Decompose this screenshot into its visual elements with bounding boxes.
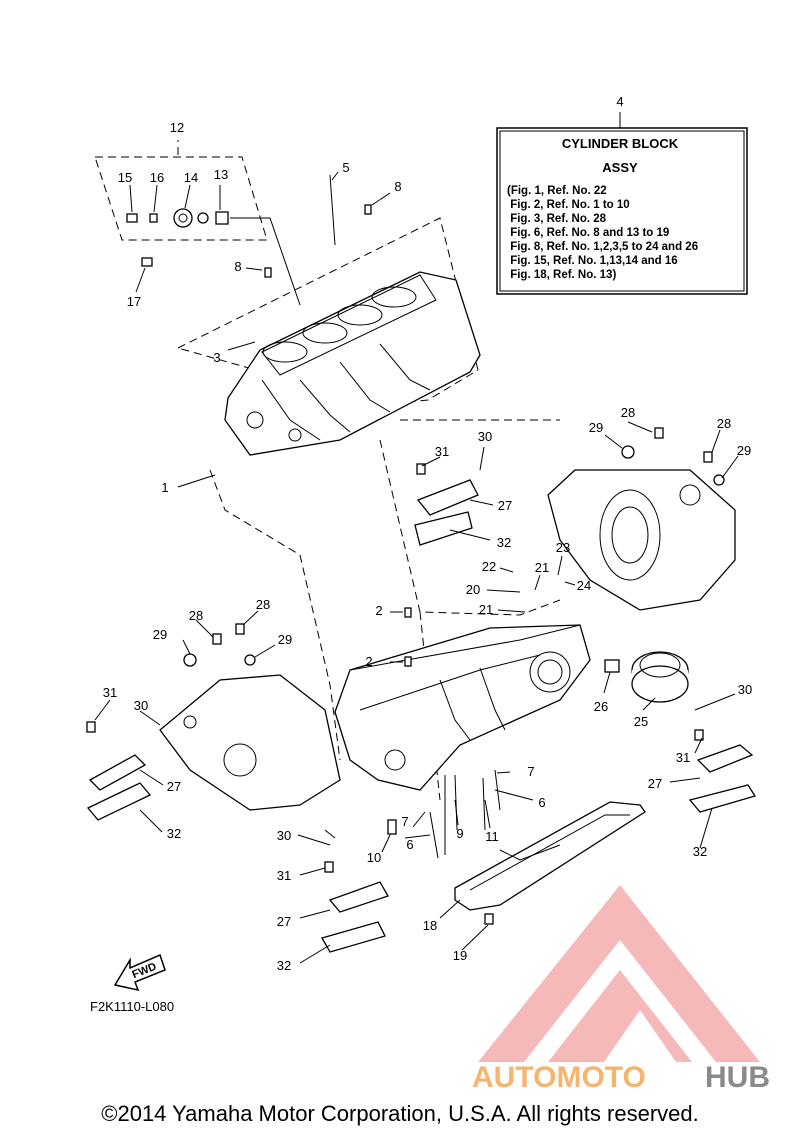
callout-9: 9 bbox=[456, 826, 463, 841]
leader-lines bbox=[94, 171, 739, 964]
callout-31: 31 bbox=[676, 750, 690, 765]
callout-2: 2 bbox=[365, 654, 372, 669]
cover-left bbox=[159, 674, 341, 811]
callout-7: 7 bbox=[401, 814, 408, 829]
crankcase bbox=[334, 624, 591, 791]
callout-31: 31 bbox=[435, 444, 449, 459]
callout-14: 14 bbox=[184, 170, 198, 185]
fwd-arrow: FWD bbox=[113, 953, 166, 992]
callout-17: 17 bbox=[127, 294, 141, 309]
callout-30: 30 bbox=[134, 698, 148, 713]
callout-31: 31 bbox=[277, 868, 291, 883]
oil-filter bbox=[631, 651, 689, 703]
watermark-text: AUTOMOTO HUB bbox=[472, 1061, 770, 1094]
callout-3: 3 bbox=[213, 350, 220, 365]
info-line: Fig. 8, Ref. No. 1,2,3,5 to 24 and 26 bbox=[507, 241, 698, 253]
info-line: Fig. 18, Ref. No. 13) bbox=[507, 269, 616, 281]
callout-29: 29 bbox=[153, 627, 167, 642]
callout-2: 2 bbox=[375, 603, 382, 618]
callout-13: 13 bbox=[214, 167, 228, 182]
callout-21: 21 bbox=[535, 560, 549, 575]
figure-code: F2K1110-L080 bbox=[90, 999, 174, 1014]
callout-23: 23 bbox=[556, 540, 570, 555]
callout-29: 29 bbox=[589, 420, 603, 435]
callout-29: 29 bbox=[278, 632, 292, 647]
callout-25: 25 bbox=[634, 714, 648, 729]
gaskets-and-brackets bbox=[86, 479, 757, 953]
info-line: Fig. 2, Ref. No. 1 to 10 bbox=[507, 199, 630, 211]
callout-8: 8 bbox=[234, 259, 241, 274]
callout-numbers: 12 15 16 14 13 17 5 8 8 3 1 31 30 27 32 … bbox=[103, 120, 752, 973]
callout-7: 7 bbox=[527, 764, 534, 779]
callout-30: 30 bbox=[277, 828, 291, 843]
callout-6: 6 bbox=[406, 837, 413, 852]
callout-8: 8 bbox=[394, 179, 401, 194]
callout-27: 27 bbox=[498, 498, 512, 513]
info-box-subtitle: ASSY bbox=[602, 160, 638, 175]
copyright-notice: ©2014 Yamaha Motor Corporation, U.S.A. A… bbox=[101, 1101, 699, 1126]
callout-21: 21 bbox=[479, 602, 493, 617]
watermark-logo bbox=[478, 885, 760, 1062]
info-line: (Fig. 1, Ref. No. 22 bbox=[507, 185, 607, 197]
callout-20: 20 bbox=[466, 582, 480, 597]
callout-26: 26 bbox=[594, 699, 608, 714]
callout-1: 1 bbox=[161, 480, 168, 495]
callout-16: 16 bbox=[150, 170, 164, 185]
callout-28: 28 bbox=[621, 405, 635, 420]
callout-29: 29 bbox=[737, 443, 751, 458]
callout-19: 19 bbox=[453, 948, 467, 963]
small-parts bbox=[86, 174, 725, 925]
callout-27: 27 bbox=[648, 776, 662, 791]
callout-10: 10 bbox=[367, 850, 381, 865]
callout-24: 24 bbox=[577, 578, 591, 593]
callout-30: 30 bbox=[478, 429, 492, 444]
callout-32: 32 bbox=[497, 535, 511, 550]
callout-28: 28 bbox=[189, 608, 203, 623]
info-line: Fig. 6, Ref. No. 8 and 13 to 19 bbox=[507, 227, 669, 239]
callout-32: 32 bbox=[693, 844, 707, 859]
callout-31: 31 bbox=[103, 685, 117, 700]
callout-27: 27 bbox=[167, 779, 181, 794]
callout-11: 11 bbox=[485, 829, 499, 844]
info-box-title: CYLINDER BLOCK bbox=[562, 136, 679, 151]
cylinder-block bbox=[224, 271, 481, 456]
watermark-part1: AUTOMOTO bbox=[472, 1061, 646, 1094]
callout-5: 5 bbox=[342, 160, 349, 175]
info-box-callout: 4 bbox=[616, 94, 623, 109]
callout-12: 12 bbox=[170, 120, 184, 135]
watermark-part2: HUB bbox=[705, 1061, 770, 1094]
callout-22: 22 bbox=[482, 559, 496, 574]
info-box: 4 CYLINDER BLOCK ASSY (Fig. 1, Ref. No. … bbox=[496, 94, 748, 295]
callout-27: 27 bbox=[277, 914, 291, 929]
callout-28: 28 bbox=[256, 597, 270, 612]
callout-15: 15 bbox=[118, 170, 132, 185]
callout-6: 6 bbox=[538, 795, 545, 810]
callout-28: 28 bbox=[717, 416, 731, 431]
callout-30: 30 bbox=[738, 682, 752, 697]
callout-32: 32 bbox=[167, 826, 181, 841]
cover-right bbox=[547, 469, 736, 611]
callout-32: 32 bbox=[277, 958, 291, 973]
info-line: Fig. 15, Ref. No. 1,13,14 and 16 bbox=[507, 255, 678, 267]
callout-18: 18 bbox=[423, 918, 437, 933]
info-line: Fig. 3, Ref. No. 28 bbox=[507, 213, 607, 225]
